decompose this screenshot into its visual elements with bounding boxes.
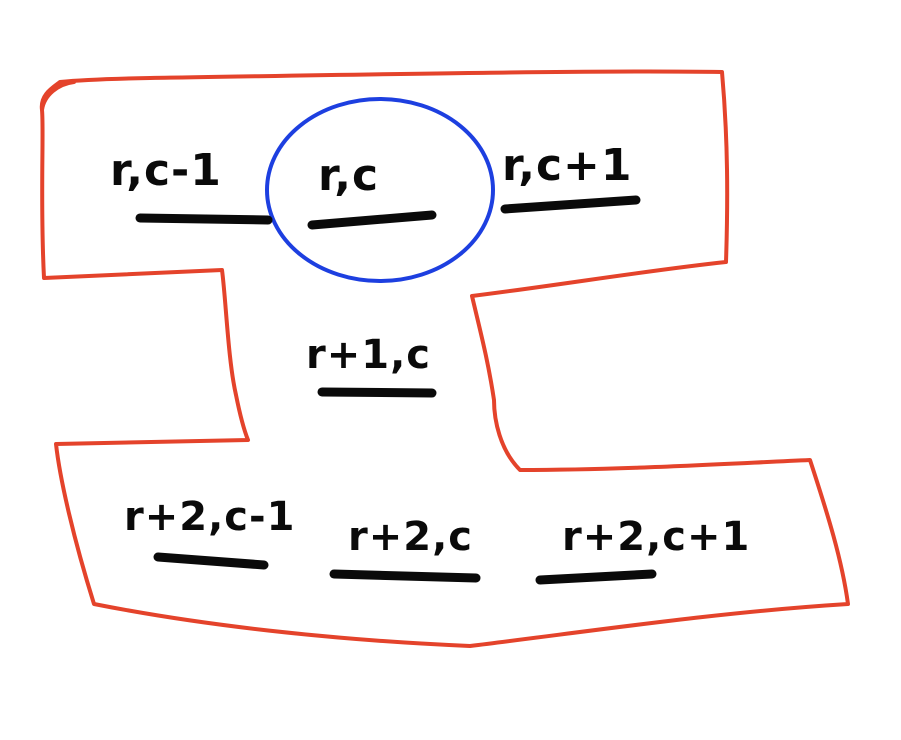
underline-bottom-right: [535, 569, 657, 585]
cell-top-center: r,c: [307, 150, 437, 230]
cell-label-top-left: r,c-1: [110, 145, 222, 196]
cell-label-bottom-center: r+2,c: [348, 514, 473, 560]
underline-top-center: [307, 210, 437, 230]
underline-middle-center: [317, 387, 437, 398]
underline-top-left: [135, 213, 273, 225]
highlight-circle: [265, 97, 495, 283]
cell-top-right: r,c+1: [500, 140, 641, 214]
underline-bottom-center: [329, 569, 481, 583]
cell-middle-center: r+1,c: [306, 332, 437, 398]
cell-top-left: r,c-1: [110, 145, 273, 225]
cell-bottom-left: r+2,c-1: [124, 494, 295, 570]
cell-bottom-center: r+2,c: [329, 514, 481, 583]
cell-bottom-right: r+2,c+1: [535, 514, 750, 585]
cell-label-bottom-right: r+2,c+1: [562, 514, 750, 560]
cell-label-bottom-left: r+2,c-1: [124, 494, 295, 540]
cell-label-middle-center: r+1,c: [306, 332, 431, 378]
underline-top-right: [500, 195, 641, 214]
underline-bottom-left: [153, 552, 269, 570]
cell-label-top-right: r,c+1: [502, 140, 633, 191]
cell-label-top-center: r,c: [318, 150, 379, 201]
hourglass-outline: [39, 69, 850, 648]
